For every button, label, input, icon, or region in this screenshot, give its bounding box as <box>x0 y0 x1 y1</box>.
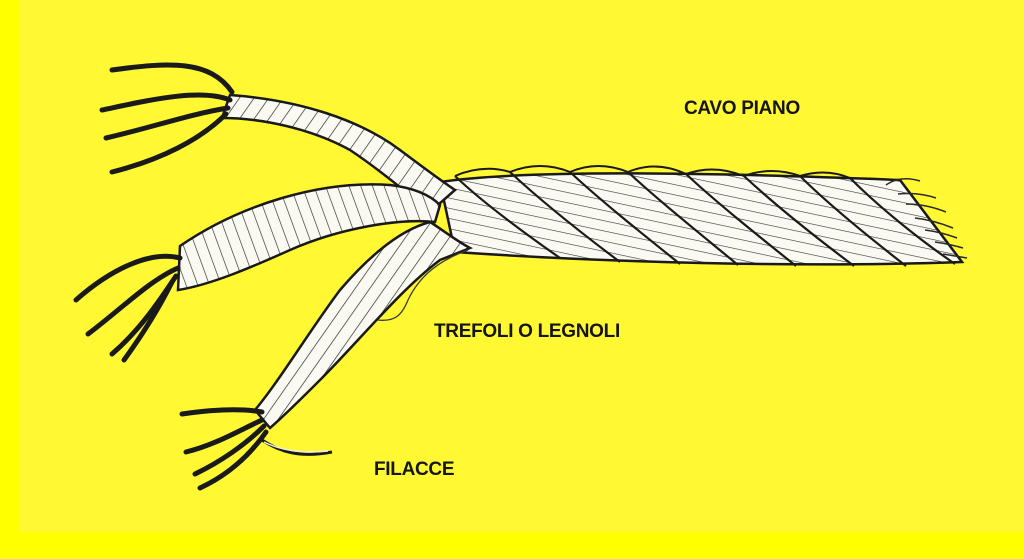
label-cavo-piano: CAVO PIANO <box>684 98 800 119</box>
yarns-bottom <box>179 407 269 491</box>
strand-bottom <box>179 220 473 491</box>
yarns-top <box>99 62 235 175</box>
strand-middle <box>73 183 442 363</box>
rope-body <box>438 165 968 267</box>
thin-fibre <box>377 249 469 321</box>
label-filacce: FILACCE <box>374 459 455 480</box>
yarns-middle <box>73 253 183 363</box>
label-trefoli-o-legnoli: TREFOLI O LEGNOLI <box>434 321 620 342</box>
